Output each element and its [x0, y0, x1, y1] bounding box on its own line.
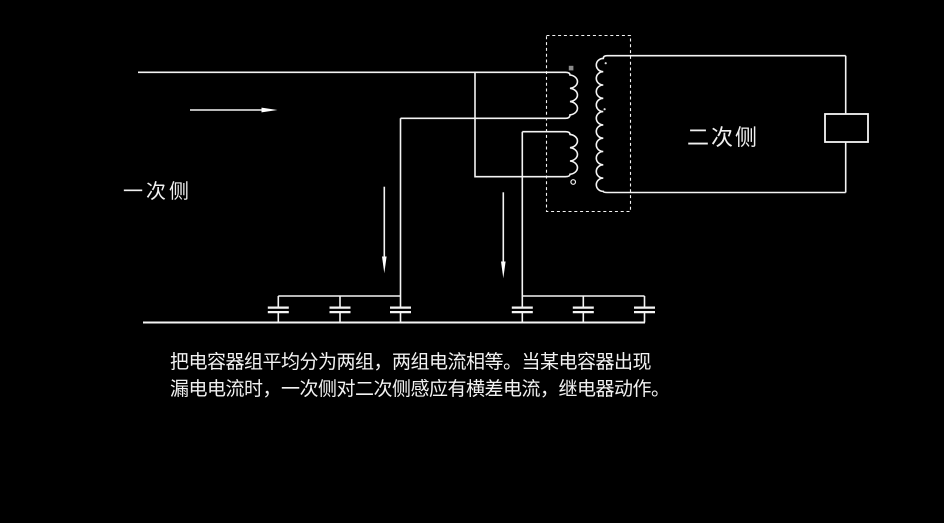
- primary-winding-lower: [474, 72, 579, 178]
- current-arrow-top: [190, 107, 278, 113]
- capacitor-bank-left-leads: [277, 296, 402, 323]
- capacitor-bank-left-plates: [267, 306, 411, 314]
- primary-side-label: 一次侧: [123, 179, 192, 203]
- relay-box: [824, 113, 869, 143]
- polarity-dot-lower: [603, 108, 606, 111]
- secondary-side-label: 二次侧: [687, 126, 760, 151]
- caption-line-1: 把电容器组平均分为两组，两组电流相等。当某电容器出现: [170, 351, 652, 373]
- ct-dashed-boundary: [545, 34, 632, 213]
- capacitor-bank-right-plates: [511, 306, 655, 314]
- current-arrow-right: [501, 192, 506, 279]
- primary-winding-upper: [138, 71, 579, 120]
- polarity-square-mark: [568, 65, 574, 71]
- capacitor-bank-right-leads: [521, 296, 646, 323]
- secondary-winding-loop: [595, 54, 846, 194]
- polarity-dot-upper: [604, 62, 607, 65]
- current-arrow-left: [382, 186, 387, 274]
- polarity-circle-mark: [570, 179, 577, 185]
- caption-line-2: 漏电电流时，一次侧对二次侧感应有横差电流，继电器动作。: [170, 378, 670, 400]
- caption-text: 把电容器组平均分为两组，两组电流相等。当某电容器出现 漏电电流时，一次侧对二次侧…: [170, 349, 670, 403]
